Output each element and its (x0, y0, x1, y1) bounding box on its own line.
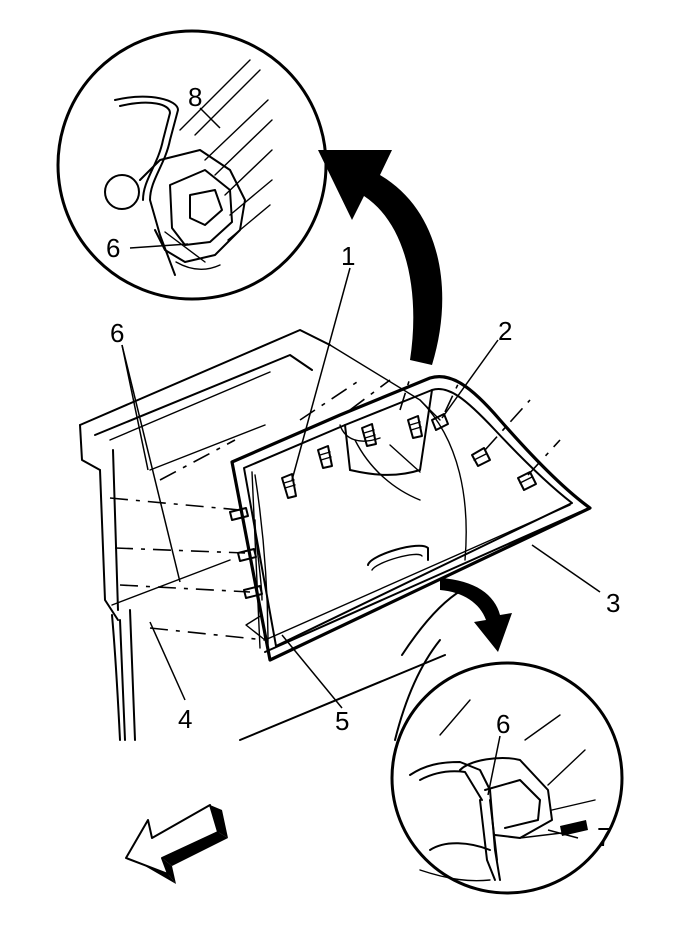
fastener-stud (407, 415, 423, 439)
fastener-clip (237, 548, 257, 562)
top-detail-view (56, 29, 328, 301)
fastener-stud (361, 423, 377, 447)
fastener-stud (281, 473, 297, 499)
callout-2: 2 (498, 316, 512, 346)
bottom-detail-view (390, 661, 624, 895)
callout-8: 8 (188, 82, 202, 112)
detail-pointer-arrow-bottom (440, 578, 512, 652)
fastener-nut (471, 447, 491, 467)
fastener-nut (431, 413, 449, 431)
callout-6-main: 6 (110, 318, 124, 348)
detail-pointer-arrow-top (318, 150, 443, 365)
callout-3: 3 (606, 588, 620, 618)
weatherstrip-cross-section-top (104, 59, 273, 276)
fastener-stud (317, 445, 333, 469)
fastener-nut (517, 471, 537, 491)
leader-lines (121, 267, 601, 709)
callout-1: 1 (341, 241, 355, 271)
body-opening (79, 329, 467, 741)
callout-7: 7 (597, 822, 611, 852)
callout-5: 5 (335, 706, 349, 736)
fastener-clip (243, 585, 263, 599)
fastener-clip (229, 507, 249, 521)
rear-quarter-glass-frame (230, 375, 592, 662)
callout-6-bottom-detail: 6 (496, 709, 510, 739)
fasteners (229, 413, 537, 599)
callout-4: 4 (178, 704, 192, 734)
front-direction-arrow-icon (125, 804, 228, 884)
callout-6-top-detail: 6 (106, 233, 120, 263)
